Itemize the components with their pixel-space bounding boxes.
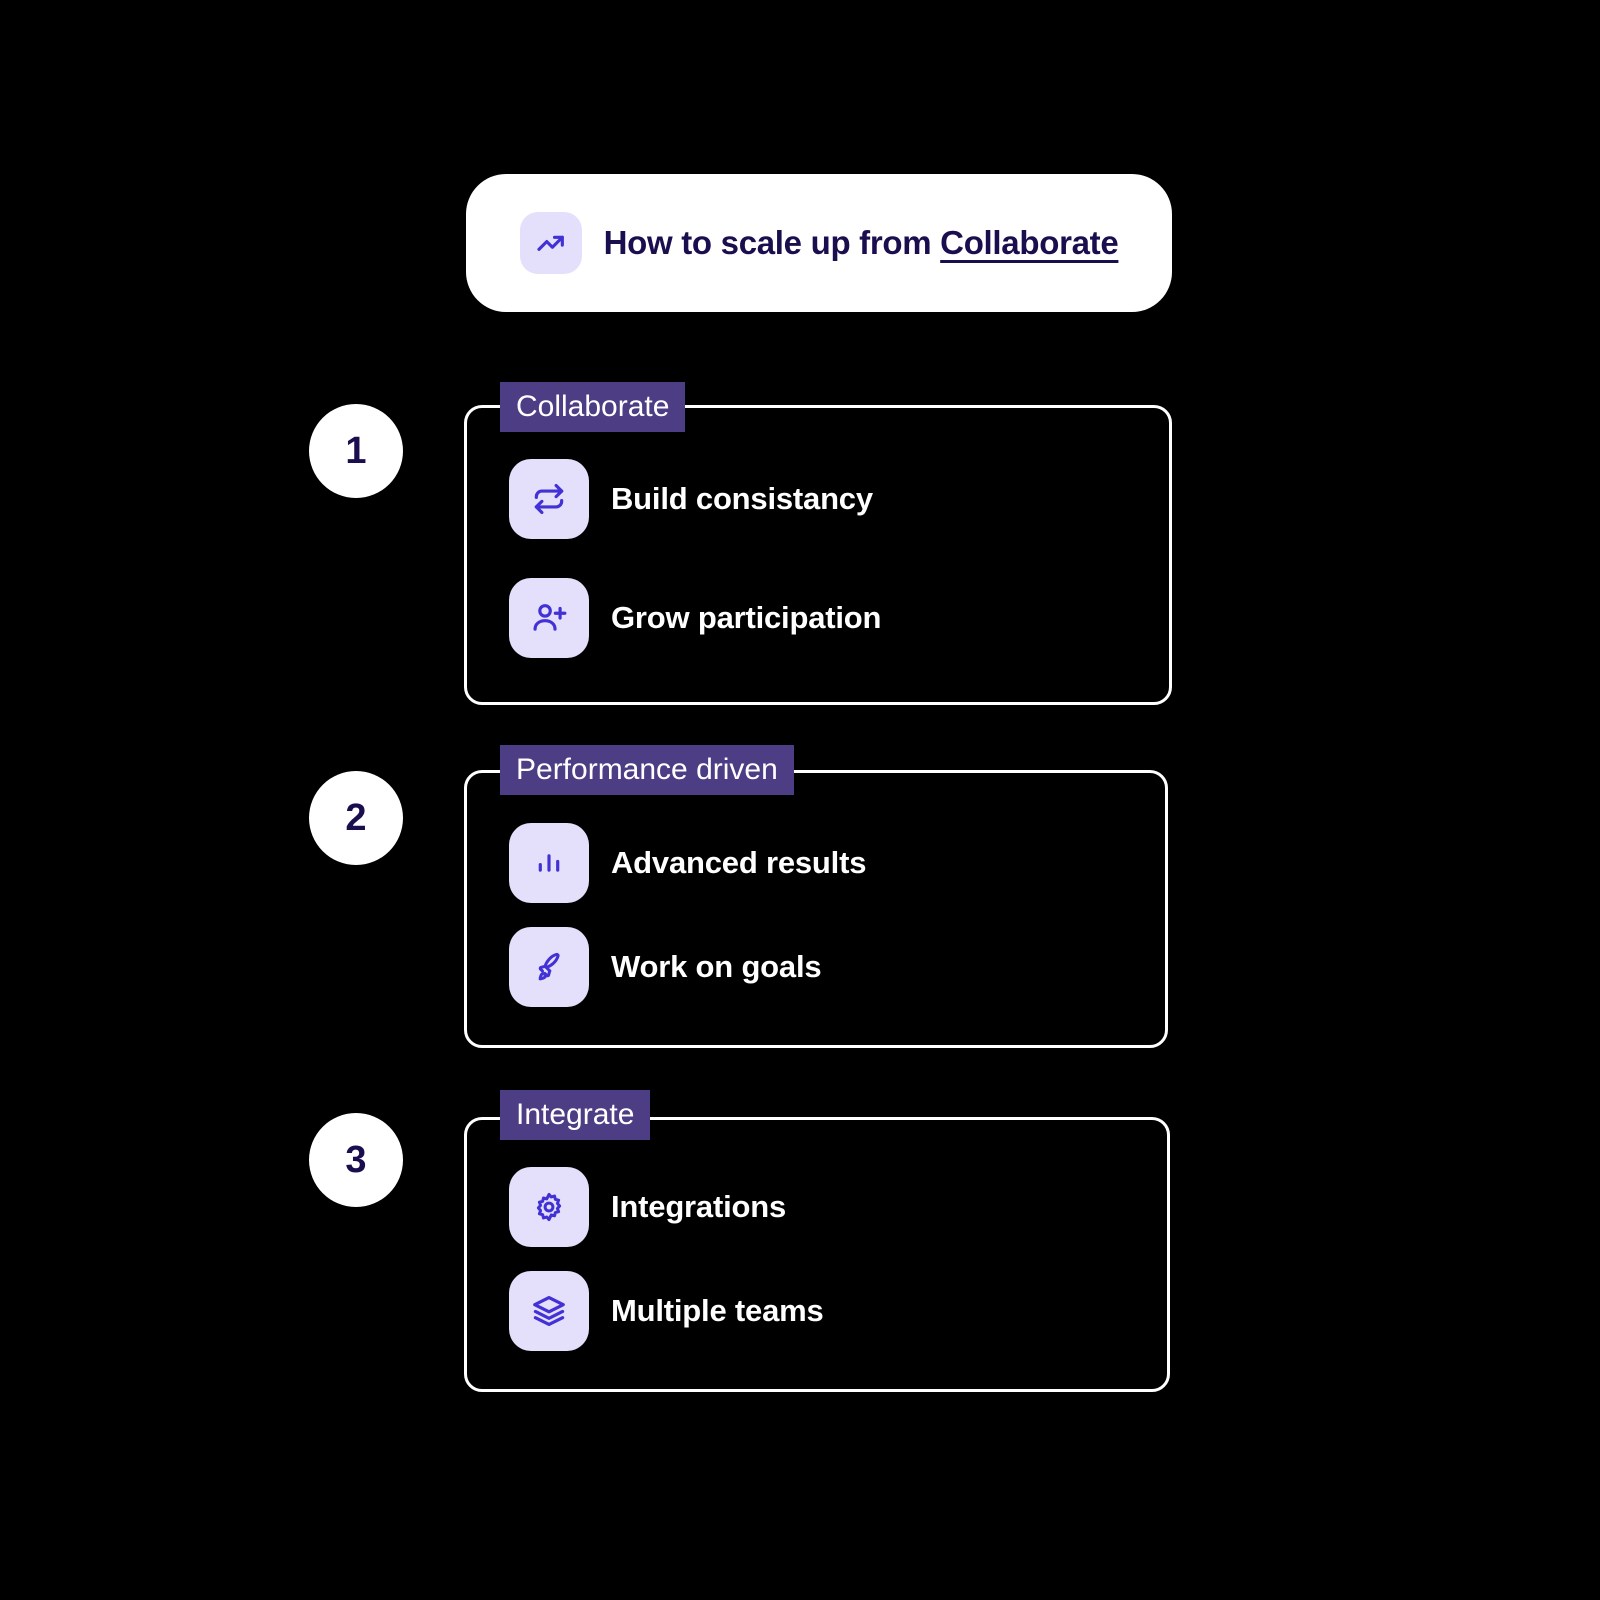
repeat-icon [509, 459, 589, 539]
step-number-badge-3: 3 [309, 1113, 403, 1207]
feature-label: Integrations [611, 1189, 787, 1224]
bar-chart-icon [509, 823, 589, 903]
step-title-badge-3: Integrate [500, 1090, 651, 1140]
feature-label: Grow participation [611, 600, 882, 635]
step-card-1 [464, 405, 1172, 705]
feature-row-grow-participation[interactable]: Grow participation [509, 578, 881, 658]
step-title-badge-2: Performance driven [500, 745, 794, 795]
page-title-highlight: Collaborate [940, 224, 1119, 261]
feature-label: Advanced results [611, 845, 867, 880]
feature-row-advanced-results[interactable]: Advanced results [509, 823, 866, 903]
header-card: How to scale up from Collaborate [466, 174, 1172, 312]
feature-row-build-consistancy[interactable]: Build consistancy [509, 459, 873, 539]
page-title-prefix: How to scale up from [603, 224, 941, 261]
gear-icon [509, 1167, 589, 1247]
user-plus-icon [509, 578, 589, 658]
step-title-badge-1: Collaborate [500, 382, 686, 432]
step-card-2 [464, 770, 1168, 1048]
step-number-badge-1: 1 [309, 404, 403, 498]
page-title: How to scale up from Collaborate [604, 224, 1119, 262]
layers-icon [509, 1271, 589, 1351]
rocket-icon [509, 927, 589, 1007]
step-number-badge-2: 2 [309, 771, 403, 865]
feature-row-integrations[interactable]: Integrations [509, 1167, 786, 1247]
feature-label: Multiple teams [611, 1293, 824, 1328]
step-card-3 [464, 1117, 1170, 1392]
feature-row-work-on-goals[interactable]: Work on goals [509, 927, 822, 1007]
header-content: How to scale up from Collaborate [519, 212, 1119, 274]
feature-row-multiple-teams[interactable]: Multiple teams [509, 1271, 824, 1351]
feature-label: Work on goals [611, 949, 822, 984]
trending-up-icon [519, 212, 582, 274]
feature-label: Build consistancy [611, 481, 873, 516]
